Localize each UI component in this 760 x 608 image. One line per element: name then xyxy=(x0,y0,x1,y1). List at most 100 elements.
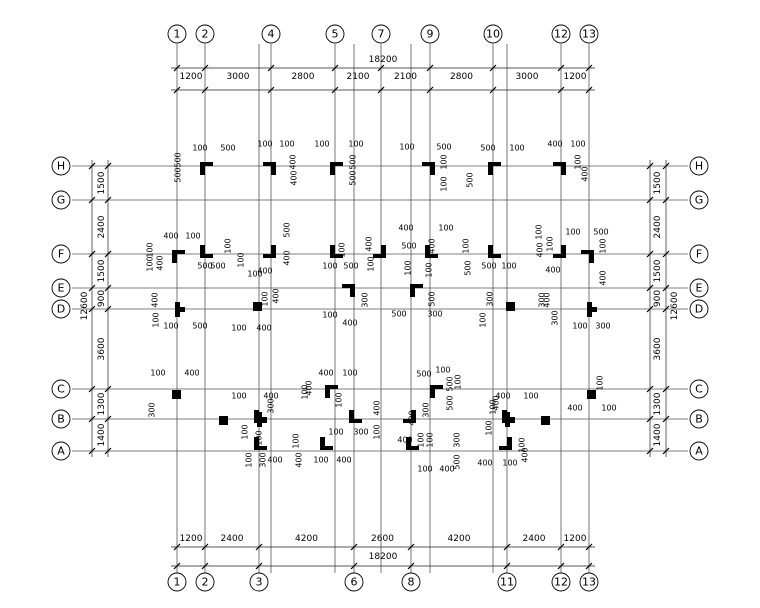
dimension-tick xyxy=(585,543,593,551)
dimension-left-segment: 900 xyxy=(97,290,107,307)
axis-label-bottom: 2 xyxy=(202,576,209,589)
dimension-tick xyxy=(104,305,112,313)
column-t-shape xyxy=(257,412,267,427)
dimension-tick xyxy=(407,562,415,570)
column-dimension-label: 300 xyxy=(422,402,431,417)
column-dimension-label: 400 xyxy=(184,369,199,378)
column-dimension-label: 400 xyxy=(439,465,454,474)
axis-bubble-right xyxy=(689,278,709,298)
column-dimension-label: 400 xyxy=(373,400,382,415)
dimension-top-segment: 3000 xyxy=(227,72,250,82)
column-l-shape xyxy=(263,162,276,175)
column-dimension-label: 100 xyxy=(237,252,246,267)
column-dimension-label: 100 xyxy=(546,236,555,251)
axis-bubble-top xyxy=(167,24,187,44)
dimension-tick xyxy=(646,447,654,455)
dimension-bottom-total: 18200 xyxy=(369,552,398,562)
column-dimension-label: 100 xyxy=(255,430,264,445)
column-dimension-label: 400 xyxy=(318,369,333,378)
column-dimension-label: 100 xyxy=(314,140,329,149)
column-dimension-label: 100 xyxy=(313,456,328,465)
column-dimension-label: 100 xyxy=(485,420,494,435)
dimension-tick xyxy=(104,284,112,292)
column-dimension-label: 500 xyxy=(446,395,455,410)
column-l-shape xyxy=(430,385,443,398)
column-l-shape xyxy=(553,245,566,258)
axis-bubble-left xyxy=(51,441,71,461)
column-dimension-label: 400 xyxy=(428,238,437,253)
column-dimension-label: 100 xyxy=(322,262,337,271)
dimension-tick xyxy=(88,250,96,258)
dimension-right-total: 12600 xyxy=(670,291,680,320)
column-dimension-label: 300 xyxy=(361,292,370,307)
dimension-tick xyxy=(104,447,112,455)
column-dimension-label: 400 xyxy=(156,255,165,270)
dimension-left-segment: 1500 xyxy=(97,171,107,194)
column-dimension-label: 400 xyxy=(495,392,510,401)
dimension-tick xyxy=(646,385,654,393)
axis-label-left: C xyxy=(57,383,65,396)
dimension-tick xyxy=(201,86,209,94)
column-l-shape xyxy=(254,437,267,450)
axis-bubble-top xyxy=(483,24,503,44)
column-l-shape xyxy=(172,250,185,263)
column-dimension-label: 100 xyxy=(342,369,357,378)
dimension-tick xyxy=(557,562,565,570)
column-dimension-label: 100 xyxy=(425,262,434,277)
column-dimension-label: 100 xyxy=(247,270,262,279)
column-dimension-label: 300 xyxy=(551,310,560,325)
axis-label-bottom: 6 xyxy=(351,576,358,589)
dimension-tick xyxy=(585,562,593,570)
dimension-tick xyxy=(503,543,511,551)
column-dimension-label: 300 xyxy=(267,398,276,413)
dimension-tick xyxy=(662,415,670,423)
dimension-tick xyxy=(557,543,565,551)
dimension-tick xyxy=(662,447,670,455)
column-dimension-label: 100 xyxy=(501,262,516,271)
column-square xyxy=(172,390,181,399)
column-dimension-label: 500 xyxy=(446,376,455,391)
axis-bubble-left xyxy=(51,156,71,176)
axis-label-right: F xyxy=(696,248,702,261)
dimension-top-segment: 1200 xyxy=(564,72,587,82)
dimension-tick xyxy=(88,196,96,204)
column-square xyxy=(587,390,596,399)
column-dimension-label: 400 xyxy=(267,456,282,465)
dimension-tick xyxy=(88,447,96,455)
column-dimension-label: 400 xyxy=(581,166,590,181)
column-dimension-label: 100 xyxy=(163,322,178,331)
axis-bubble-bottom xyxy=(344,572,364,592)
column-dimension-label: 100 xyxy=(192,144,207,153)
axis-bubble-top xyxy=(551,24,571,44)
column-dimension-label: 400 xyxy=(256,324,271,333)
dimension-left-segment: 1300 xyxy=(97,392,107,415)
column-dimension-label: 100 xyxy=(523,392,538,401)
column-dimension-label: 400 xyxy=(151,292,160,307)
column-l-shape xyxy=(373,245,386,258)
dimension-top-total: 18200 xyxy=(369,55,398,65)
column-dimension-label: 400 xyxy=(408,410,417,425)
dimension-tick xyxy=(426,64,434,72)
axis-label-left: D xyxy=(57,303,65,316)
dimension-top-segment: 2100 xyxy=(394,72,417,82)
axis-label-bottom: 12 xyxy=(554,576,568,589)
dimension-tick xyxy=(646,415,654,423)
dimension-tick xyxy=(489,64,497,72)
column-dimension-label: 400 xyxy=(263,392,278,401)
column-dimension-label: 100 xyxy=(261,291,270,306)
column-l-shape xyxy=(406,437,419,450)
axis-bubble-bottom xyxy=(249,572,269,592)
axis-label-left: H xyxy=(57,160,65,173)
axis-label-top: 9 xyxy=(427,28,434,41)
dimension-tick xyxy=(173,86,181,94)
axis-label-left: G xyxy=(57,194,66,207)
column-dimension-label: 400 xyxy=(397,436,412,445)
axis-bubble-bottom xyxy=(551,572,571,592)
column-l-shape xyxy=(499,437,512,450)
column-dimension-label: 400 xyxy=(567,404,582,413)
column-l-shape xyxy=(263,245,276,258)
dimension-tick xyxy=(88,162,96,170)
column-t-shape xyxy=(587,302,597,317)
